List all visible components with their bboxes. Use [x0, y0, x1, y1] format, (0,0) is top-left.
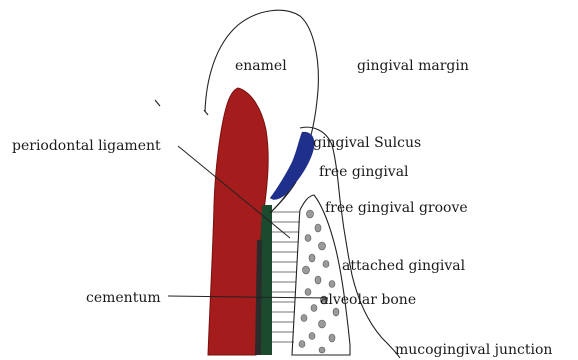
gingival-sulcus-area	[270, 132, 314, 200]
free-gingival-label: free gingival	[319, 164, 409, 180]
attached-gingival-label: attached gingival	[342, 258, 466, 274]
alveolar-bone-label: alveolar bone	[320, 292, 416, 308]
enamel-label: enamel	[235, 58, 287, 74]
cementum-label: cementum	[86, 290, 161, 306]
gingiva-outline	[300, 127, 400, 358]
crown-tick-mark	[204, 110, 208, 115]
gingival-margin-label: gingival margin	[357, 58, 469, 74]
mucogingival-junction-label: mucogingival junction	[395, 342, 552, 358]
free-gingival-groove-label: free gingival groove	[325, 200, 468, 216]
alveolar-bone-trabeculae	[299, 210, 339, 353]
crown-tick-mark	[155, 100, 160, 106]
gingival-sulcus-label: gingival Sulcus	[313, 135, 421, 151]
periodontal-ligament-label: periodontal ligament	[12, 138, 161, 154]
alveolar-bone-outline	[292, 195, 350, 355]
